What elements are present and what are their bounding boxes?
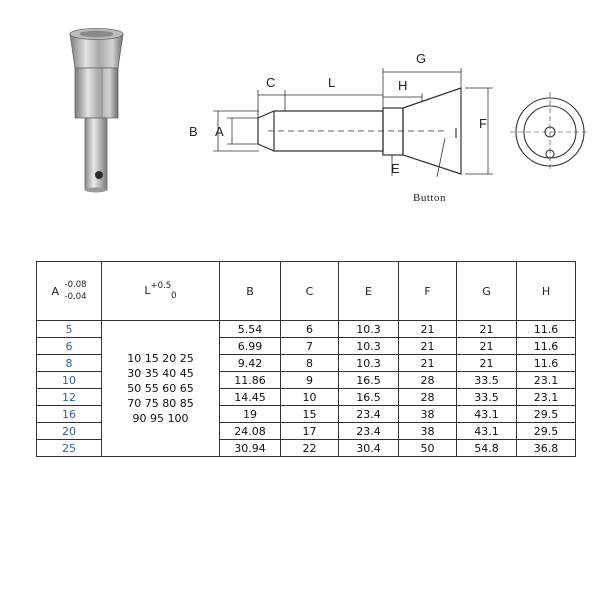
cell-B: 11.86	[219, 371, 281, 389]
length-line: 30 35 40 45	[127, 367, 194, 380]
cell-H: 11.6	[516, 337, 576, 355]
label-F: F	[479, 116, 487, 131]
cell-C: 7	[280, 337, 339, 355]
cell-E: 23.4	[338, 422, 399, 440]
table-row: 8 9.42 8 10.3 21 21 11.6	[36, 354, 576, 372]
label-E: E	[391, 161, 400, 176]
dimension-lines	[213, 68, 493, 178]
cell-H: 23.1	[516, 371, 576, 389]
pin-outline	[257, 87, 462, 175]
cell-C: 9	[280, 371, 339, 389]
cell-H: 29.5	[516, 422, 576, 440]
header-H: H	[516, 261, 576, 321]
cell-E: 23.4	[338, 405, 399, 423]
header-E: E	[338, 261, 399, 321]
cell-B: 6.99	[219, 337, 281, 355]
table-row: 6 6.99 7 10.3 21 21 11.6	[36, 337, 576, 355]
cell-B: 5.54	[219, 320, 281, 338]
label-H: H	[398, 78, 407, 93]
header-F: F	[398, 261, 457, 321]
cell-H: 29.5	[516, 405, 576, 423]
cell-F: 28	[398, 371, 457, 389]
header-B: B	[219, 261, 281, 321]
table-row: 16 19 15 23.4 38 43.1 29.5	[36, 405, 576, 423]
cell-E: 16.5	[338, 371, 399, 389]
cell-A: 6	[36, 337, 102, 355]
cell-C: 17	[280, 422, 339, 440]
cell-G: 54.8	[456, 439, 517, 457]
table-row: 25 30.94 22 30.4 50 54.8 36.8	[36, 439, 576, 457]
cell-A: 5	[36, 320, 102, 338]
header-C: C	[280, 261, 339, 321]
lengths-cell: 10 15 20 25 30 35 40 45 50 55 60 65 70 7…	[101, 320, 220, 457]
cell-G: 33.5	[456, 371, 517, 389]
length-line: 10 15 20 25	[127, 352, 194, 365]
table-row: 5 10 15 20 25 30 35 40 45 50 55 60 65 70…	[36, 320, 576, 457]
cell-C: 10	[280, 388, 339, 406]
cell-G: 21	[456, 320, 517, 338]
cell-C: 6	[280, 320, 339, 338]
cell-B: 24.08	[219, 422, 281, 440]
cell-E: 30.4	[338, 439, 399, 457]
cell-G: 43.1	[456, 405, 517, 423]
cell-C: 15	[280, 405, 339, 423]
cell-E: 10.3	[338, 337, 399, 355]
cell-H: 11.6	[516, 320, 576, 338]
cell-F: 38	[398, 405, 457, 423]
cell-A: 10	[36, 371, 102, 389]
cell-H: 36.8	[516, 439, 576, 457]
table-row: 20 24.08 17 23.4 38 43.1 29.5	[36, 422, 576, 440]
cell-E: 16.5	[338, 388, 399, 406]
cell-A: 20	[36, 422, 102, 440]
length-line: 50 55 60 65	[127, 382, 194, 395]
cell-G: 43.1	[456, 422, 517, 440]
label-button: Button	[413, 192, 446, 204]
cell-B: 30.94	[219, 439, 281, 457]
header-G: G	[456, 261, 517, 321]
spec-table: A -0.08-0.04 L+0.50 B C E F G H 5 10 15 …	[36, 261, 576, 457]
end-view	[510, 92, 590, 172]
header-L: L+0.50	[101, 261, 220, 321]
cell-C: 22	[280, 439, 339, 457]
cell-G: 33.5	[456, 388, 517, 406]
cell-F: 21	[398, 337, 457, 355]
label-A: A	[215, 124, 224, 139]
cell-B: 19	[219, 405, 281, 423]
table-header-row: A -0.08-0.04 L+0.50 B C E F G H	[36, 261, 576, 321]
cell-H: 11.6	[516, 354, 576, 372]
cell-C: 8	[280, 354, 339, 372]
cell-F: 50	[398, 439, 457, 457]
label-G: G	[416, 51, 426, 66]
label-L: L	[328, 75, 335, 90]
cell-F: 28	[398, 388, 457, 406]
cell-B: 14.45	[219, 388, 281, 406]
product-photo	[69, 28, 124, 193]
label-C: C	[266, 75, 275, 90]
cell-F: 38	[398, 422, 457, 440]
cell-E: 10.3	[338, 320, 399, 338]
cell-A: 16	[36, 405, 102, 423]
technical-drawing: B A C L G H F E Button	[189, 51, 590, 204]
header-A: A -0.08-0.04	[36, 261, 102, 321]
cell-G: 21	[456, 337, 517, 355]
label-B: B	[189, 124, 198, 139]
cell-A: 12	[36, 388, 102, 406]
cell-A: 25	[36, 439, 102, 457]
cell-F: 21	[398, 320, 457, 338]
cell-H: 23.1	[516, 388, 576, 406]
length-line: 90 95 100	[132, 412, 189, 425]
length-line: 70 75 80 85	[127, 397, 194, 410]
cell-B: 9.42	[219, 354, 281, 372]
cell-F: 21	[398, 354, 457, 372]
cell-A: 8	[36, 354, 102, 372]
cell-E: 10.3	[338, 354, 399, 372]
cell-G: 21	[456, 354, 517, 372]
